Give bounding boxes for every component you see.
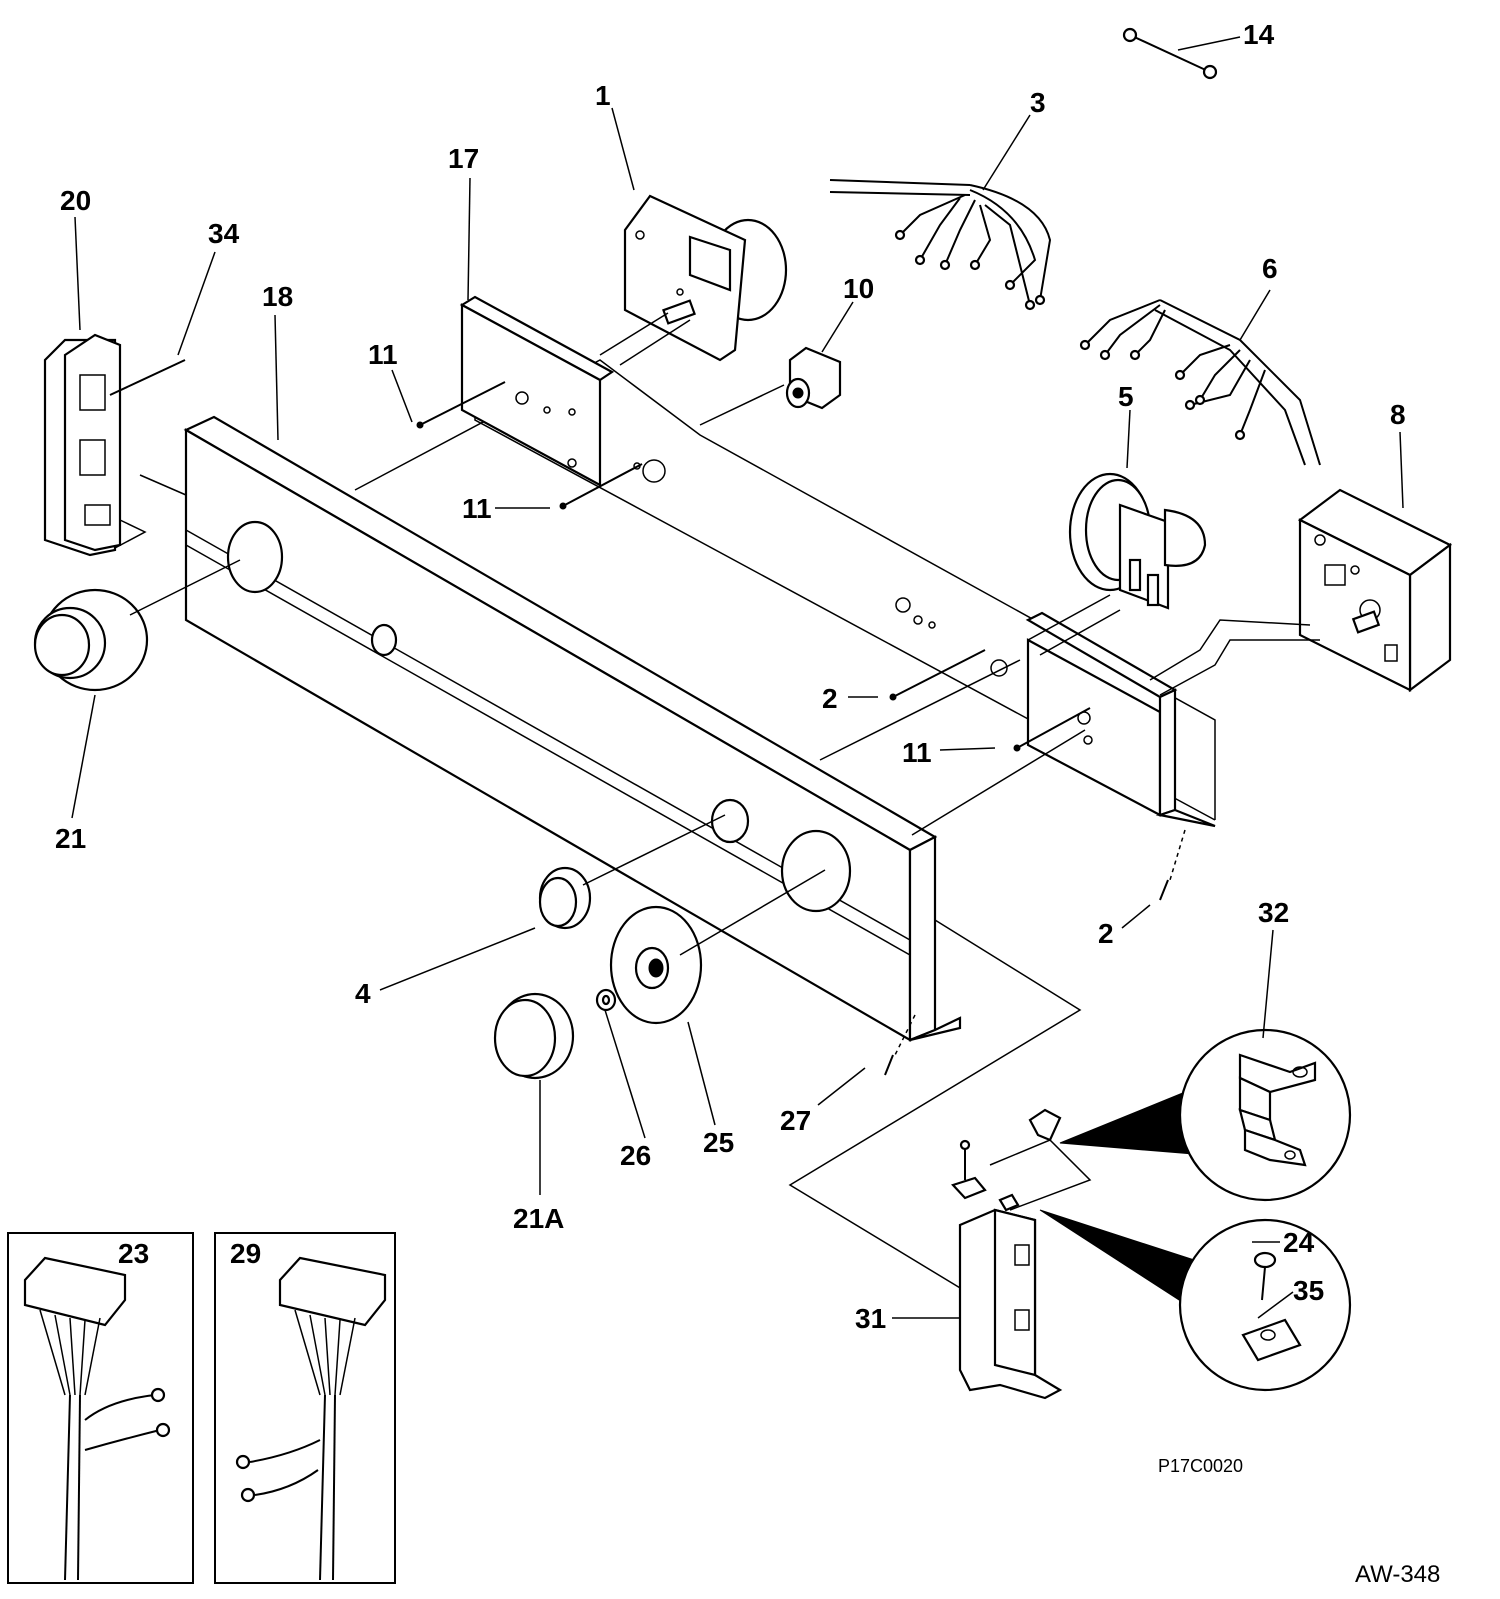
callout-14: 14 — [1243, 19, 1275, 50]
callout-labels: 14 3 1 17 20 34 18 10 6 11 5 8 11 21 2 1… — [55, 19, 1406, 1334]
callout-27: 27 — [780, 1105, 811, 1136]
callout-1: 1 — [595, 80, 611, 111]
detail-circle-screw-clip-24-35 — [1178, 1218, 1352, 1392]
pressure-switch-part-5 — [1027, 472, 1207, 656]
callout-20: 20 — [60, 185, 91, 216]
detail-circle-clip-32 — [1178, 1028, 1352, 1202]
callout-3: 3 — [1030, 87, 1046, 118]
callout-32: 32 — [1258, 897, 1289, 928]
callout-25: 25 — [703, 1127, 734, 1158]
callout-18: 18 — [262, 281, 293, 312]
callout-leaders — [71, 36, 1404, 1319]
inset-harness-23 — [7, 1232, 194, 1584]
callout-29: 29 — [230, 1238, 261, 1269]
knob-part-21 — [33, 588, 149, 692]
callout-17: 17 — [448, 143, 479, 174]
callout-2-b: 2 — [1098, 918, 1114, 949]
knob-part-21A — [493, 992, 575, 1080]
callout-23: 23 — [118, 1238, 149, 1269]
callout-8: 8 — [1390, 399, 1406, 430]
alignment-lines — [129, 474, 1086, 1301]
callout-11-a: 11 — [368, 339, 398, 370]
callout-24: 24 — [1283, 1227, 1315, 1258]
end-cap-part-20 — [43, 333, 147, 557]
timer-part-1 — [599, 194, 788, 366]
callout-26: 26 — [620, 1140, 651, 1171]
callout-11-b: 11 — [462, 493, 492, 524]
end-bracket — [895, 597, 1216, 828]
callout-10: 10 — [843, 273, 874, 304]
callout-31: 31 — [855, 1303, 886, 1334]
dial-part-25 — [609, 905, 703, 1025]
callout-21A: 21A — [513, 1203, 564, 1234]
screws — [109, 359, 1186, 1076]
drawing-code: P17C0020 — [1158, 1456, 1243, 1476]
wire-harness-part-3 — [829, 179, 1052, 311]
figure-code: AW-348 — [1355, 1561, 1440, 1588]
end-cap-part-31 — [951, 1108, 1092, 1400]
inset-harness-29 — [214, 1232, 396, 1584]
washer-part-26 — [595, 988, 617, 1012]
callout-2-a: 2 — [822, 683, 838, 714]
callout-6: 6 — [1262, 253, 1278, 284]
callout-11-c: 11 — [902, 737, 932, 768]
knob-part-4 — [538, 866, 592, 930]
wire-harness-part-6 — [1079, 299, 1321, 466]
callout-4: 4 — [355, 978, 371, 1009]
callout-35: 35 — [1293, 1275, 1324, 1306]
control-part-8 — [1149, 488, 1453, 696]
jumper-wire-part-14 — [1122, 27, 1218, 80]
callout-5: 5 — [1118, 381, 1134, 412]
bracket-part-17 — [459, 295, 666, 487]
callout-21: 21 — [55, 823, 86, 854]
switch-part-10 — [699, 346, 842, 426]
control-panel-part-18 — [183, 415, 962, 1042]
callout-34: 34 — [208, 218, 240, 249]
